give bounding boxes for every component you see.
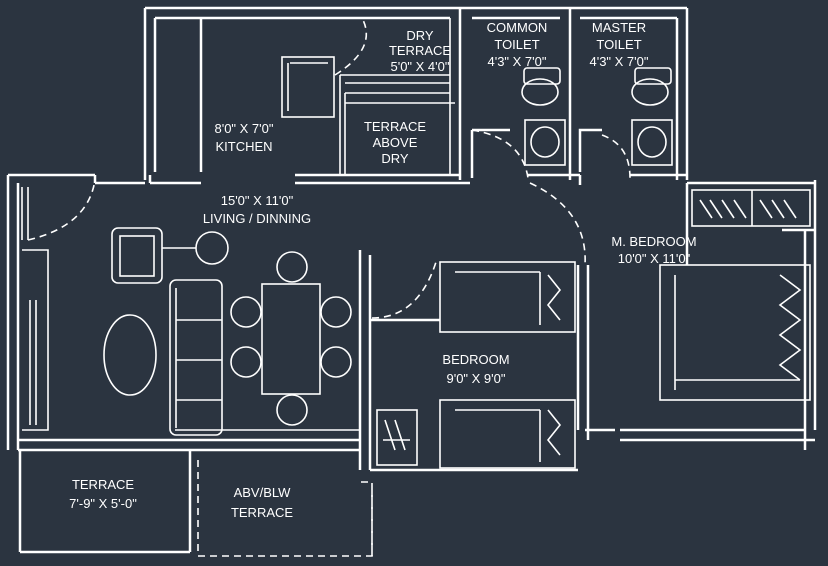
common-toilet-size: 4'3" X 7'0"	[487, 54, 546, 69]
bedroom-size: 9'0" X 9'0"	[446, 371, 505, 386]
master-bedroom-name: M. BEDROOM	[611, 234, 696, 249]
bedroom-door-swing	[371, 261, 437, 319]
common-basin	[524, 119, 566, 166]
terrace-name: TERRACE	[72, 477, 134, 492]
coffee-table	[103, 314, 157, 396]
walls	[6, 6, 817, 557]
master-basin	[631, 119, 673, 166]
dry-terrace-size: 5'0" X 4'0"	[390, 59, 449, 74]
dining-table	[230, 251, 352, 426]
master-bedroom-size: 10'0" X 11'0"	[618, 251, 691, 266]
kitchen-name: KITCHEN	[215, 139, 272, 154]
kitchen-door-swing	[334, 17, 367, 76]
living-size: 15'0" X 11'0"	[221, 193, 294, 208]
bedroom-bed-top	[439, 261, 576, 333]
doors	[27, 17, 631, 319]
master-bedroom-door-swing	[529, 182, 586, 266]
common-wc	[521, 67, 561, 106]
terrace-size: 7'-9" X 5'-0"	[69, 496, 137, 511]
master-toilet-door-swing	[601, 134, 631, 179]
stove-counter	[281, 56, 335, 118]
master-toilet-size: 4'3" X 7'0"	[589, 54, 648, 69]
common-toilet-door-swing	[471, 129, 529, 179]
master-bed	[659, 264, 811, 401]
bedroom-name: BEDROOM	[442, 352, 509, 367]
master-wardrobe	[691, 189, 811, 227]
side-table	[195, 231, 229, 265]
entry-door-swing	[27, 179, 96, 241]
master-wc	[631, 67, 672, 106]
kitchen-size: 8'0" X 7'0"	[214, 121, 273, 136]
fixtures	[103, 56, 811, 469]
living-name: LIVING / DINNING	[203, 211, 311, 226]
armchair	[111, 227, 163, 284]
sofa	[169, 279, 223, 436]
bedroom-wardrobe	[376, 409, 418, 466]
bedroom-bed-bottom	[439, 399, 576, 469]
